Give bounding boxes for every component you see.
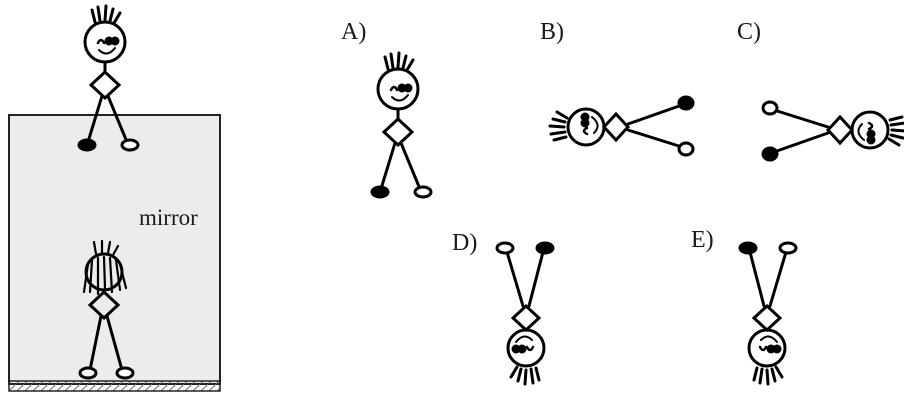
option-a-figure[interactable] xyxy=(370,51,433,199)
option-b-figure[interactable] xyxy=(548,95,695,157)
option-a-label: A) xyxy=(341,19,367,45)
option-b-label: B) xyxy=(540,19,564,45)
option-e-label: E) xyxy=(691,227,714,253)
mirror-base xyxy=(8,380,221,392)
option-d-figure[interactable] xyxy=(495,241,555,386)
stick-figure-real xyxy=(77,4,140,152)
mirror-label: mirror xyxy=(139,205,198,230)
option-c-figure[interactable] xyxy=(761,100,904,162)
option-c-label: C) xyxy=(737,19,761,45)
option-d-label: D) xyxy=(452,230,478,256)
stick-figure-reflection xyxy=(78,239,135,380)
option-e-figure[interactable] xyxy=(738,241,798,386)
